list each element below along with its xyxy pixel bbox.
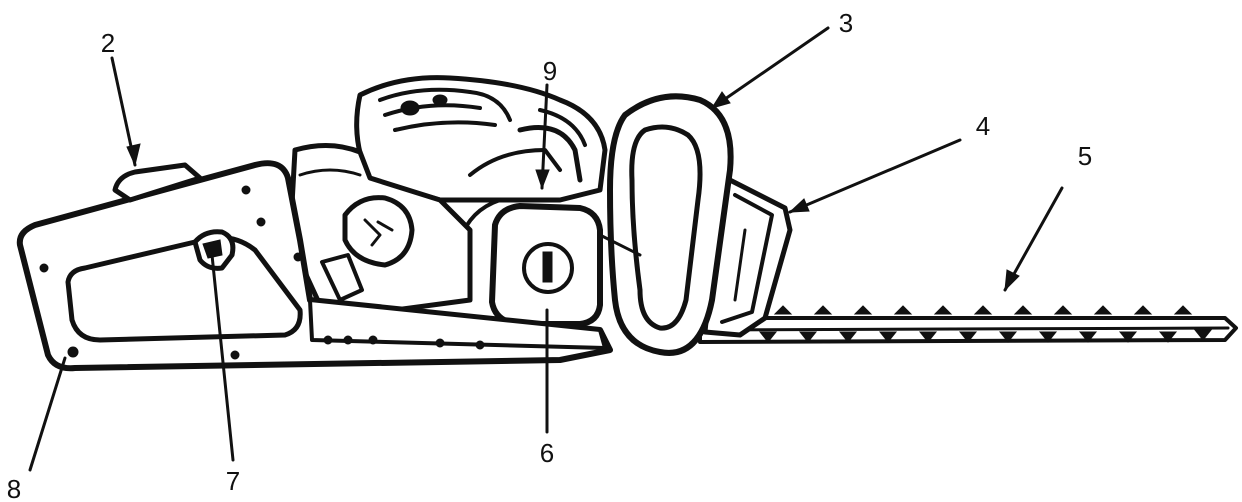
callout-3: 3 <box>839 8 853 38</box>
leader-line-5 <box>1003 186 1064 292</box>
fuel-cap <box>320 195 415 302</box>
callout-9: 9 <box>543 56 557 86</box>
air-filter-cover <box>489 203 642 327</box>
leader-line-3 <box>710 26 830 110</box>
leader-arrowheads <box>126 91 1020 292</box>
callout-8: 8 <box>7 474 21 502</box>
leader-line-7 <box>210 253 235 462</box>
front-handle <box>607 93 734 356</box>
callout-5: 5 <box>1078 141 1092 171</box>
callout-6: 6 <box>540 438 554 468</box>
throttle-trigger <box>192 229 236 271</box>
callout-7: 7 <box>226 466 240 496</box>
callout-2: 2 <box>101 28 115 58</box>
rear-handle <box>16 160 613 372</box>
blade <box>698 305 1238 344</box>
leader-line-4 <box>788 138 962 214</box>
leader-line-8 <box>28 356 67 472</box>
callout-4: 4 <box>976 111 990 141</box>
